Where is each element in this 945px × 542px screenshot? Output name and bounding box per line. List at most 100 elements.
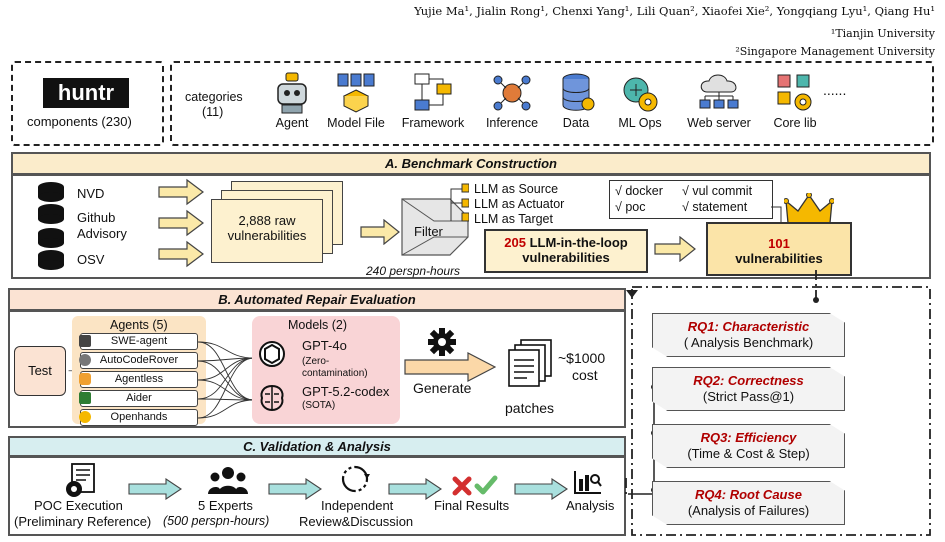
agent-agentless: Agentless	[80, 371, 198, 388]
source-arrows	[158, 178, 204, 268]
filter-option-target: LLM as Target	[474, 212, 553, 226]
filter-label: Filter	[414, 224, 443, 239]
openhands-icon	[79, 411, 91, 423]
cross-icon	[452, 476, 472, 496]
model-1-name: GPT-4o	[302, 338, 347, 353]
model-1-note-2: contamination)	[302, 368, 368, 379]
loop-count: 205	[504, 235, 526, 250]
model-1-note-1: (Zero-	[302, 356, 330, 367]
flow-arrow-4	[514, 478, 568, 500]
brain-icon	[260, 384, 284, 412]
agent-aider: Aider	[80, 390, 198, 407]
autocoderover-icon	[79, 354, 91, 366]
agentless-icon	[79, 373, 91, 385]
category-label: ML Ops	[618, 116, 662, 130]
generate-arrow	[404, 352, 496, 382]
category-label: Core lib	[773, 116, 817, 130]
final-count: 101	[768, 236, 790, 251]
category-label: Web server	[687, 116, 751, 130]
category-core-lib: Core lib	[766, 72, 824, 130]
category-data: Data	[553, 72, 599, 130]
category-framework: Framework	[395, 72, 471, 130]
rq4-card: RQ4: Root Cause (Analysis of Failures)	[652, 481, 845, 525]
model-2-name: GPT-5.2-codex	[302, 384, 390, 399]
loop-label-1: LLM-in-the-loop	[529, 235, 628, 250]
patches-icon	[508, 339, 552, 387]
check-vul-commit: √ vul commit	[682, 184, 753, 198]
category-label: Agent	[275, 116, 309, 130]
raw-count: 2,888 raw	[238, 213, 296, 228]
filter-option-source: LLM as Source	[474, 182, 559, 196]
models-title: Models (2)	[288, 318, 348, 332]
affiliation-1: ¹Tianjin University	[830, 27, 935, 40]
components-count: components (230)	[27, 114, 132, 129]
analysis-chart-icon	[574, 471, 602, 494]
rq4-subtitle: (Analysis of Failures)	[687, 503, 810, 518]
category-inference: Inference	[480, 72, 544, 130]
final-label: vulnerabilities	[735, 251, 823, 266]
validation-hours: (500 perspn-hours)	[163, 514, 270, 528]
poc-execution-icon	[66, 463, 95, 497]
category-label: Framework	[401, 116, 465, 130]
rq2-title: RQ2: Correctness	[693, 373, 804, 388]
raw-label: vulnerabilities	[227, 228, 307, 243]
inference-icon	[493, 75, 531, 111]
authors: Yujie Ma¹, Jialin Rong¹, Chenxi Yang¹, L…	[414, 4, 935, 18]
review-label-2: Review&Discussion	[299, 514, 414, 529]
agent-openhands: Openhands	[80, 409, 198, 426]
section-a-title: A. Benchmark Construction	[11, 152, 931, 175]
agents-title: Agents (5)	[110, 318, 168, 332]
agent-model-links	[197, 341, 255, 419]
section-b-title: B. Automated Repair Evaluation	[8, 288, 626, 311]
categories-count: (11)	[202, 105, 224, 119]
flow-arrow-3	[388, 478, 442, 500]
test-box: Test	[14, 346, 66, 396]
check-icon	[474, 475, 498, 495]
check-docker: √ docker	[615, 184, 663, 198]
cost-label: cost	[572, 367, 598, 383]
construction-hours: 240 perspn-hours	[366, 264, 461, 278]
filter-option-actuator: LLM as Actuator	[474, 197, 565, 211]
categories-label: categories	[185, 90, 243, 104]
agent-swe-agent: SWE-agent	[80, 333, 198, 350]
final-results-label: Final Results	[434, 498, 510, 513]
arrow-to-filter	[360, 219, 400, 245]
huntr-box	[11, 61, 164, 146]
rq2-subtitle: (Strict Pass@1)	[702, 389, 795, 404]
framework-icon	[414, 73, 452, 111]
category-label: Inference	[485, 116, 539, 130]
database-icon	[562, 73, 595, 111]
flow-arrow-2	[268, 478, 322, 500]
categories-box	[170, 61, 934, 146]
poc-sublabel: (Preliminary Reference)	[14, 514, 152, 529]
check-poc: √ poc	[615, 200, 646, 214]
rq3-card: RQ3: Efficiency (Time & Cost & Step)	[652, 424, 845, 468]
checklist-connector	[771, 206, 782, 225]
robot-icon	[277, 72, 307, 114]
rq3-title: RQ3: Efficiency	[700, 430, 797, 445]
agent-autocoderover: AutoCodeRover	[80, 352, 198, 369]
swe-agent-icon	[79, 335, 91, 347]
affiliation-2: ²Singapore Management University	[735, 45, 935, 58]
loop-label-2: vulnerabilities	[522, 250, 610, 265]
source-github: Github	[77, 210, 116, 225]
category-label: Model File	[327, 116, 385, 130]
crown-icon	[784, 193, 834, 224]
review-label-1: Independent	[321, 498, 394, 513]
more-categories: ......	[823, 82, 847, 98]
models-panel	[252, 316, 400, 424]
raw-vulnerabilities-box: 2,888 raw vulnerabilities	[211, 199, 323, 263]
loop-vulnerabilities-box: 205 LLM-in-the-loop vulnerabilities	[484, 229, 648, 273]
category-model-file: Model File	[321, 72, 391, 130]
rq4-title: RQ4: Root Cause	[695, 487, 802, 502]
arrow-to-final	[654, 236, 696, 262]
final-vulnerabilities-box: 101 vulnerabilities	[706, 222, 852, 276]
review-cycle-icon	[341, 465, 370, 493]
analysis-label: Analysis	[566, 498, 615, 513]
category-label: Data	[562, 116, 590, 130]
experts-label: 5 Experts	[198, 498, 253, 513]
model-2-note: (SOTA)	[302, 400, 336, 411]
openai-icon	[259, 341, 285, 367]
source-nvd: NVD	[77, 186, 105, 201]
generate-label: Generate	[413, 380, 472, 396]
